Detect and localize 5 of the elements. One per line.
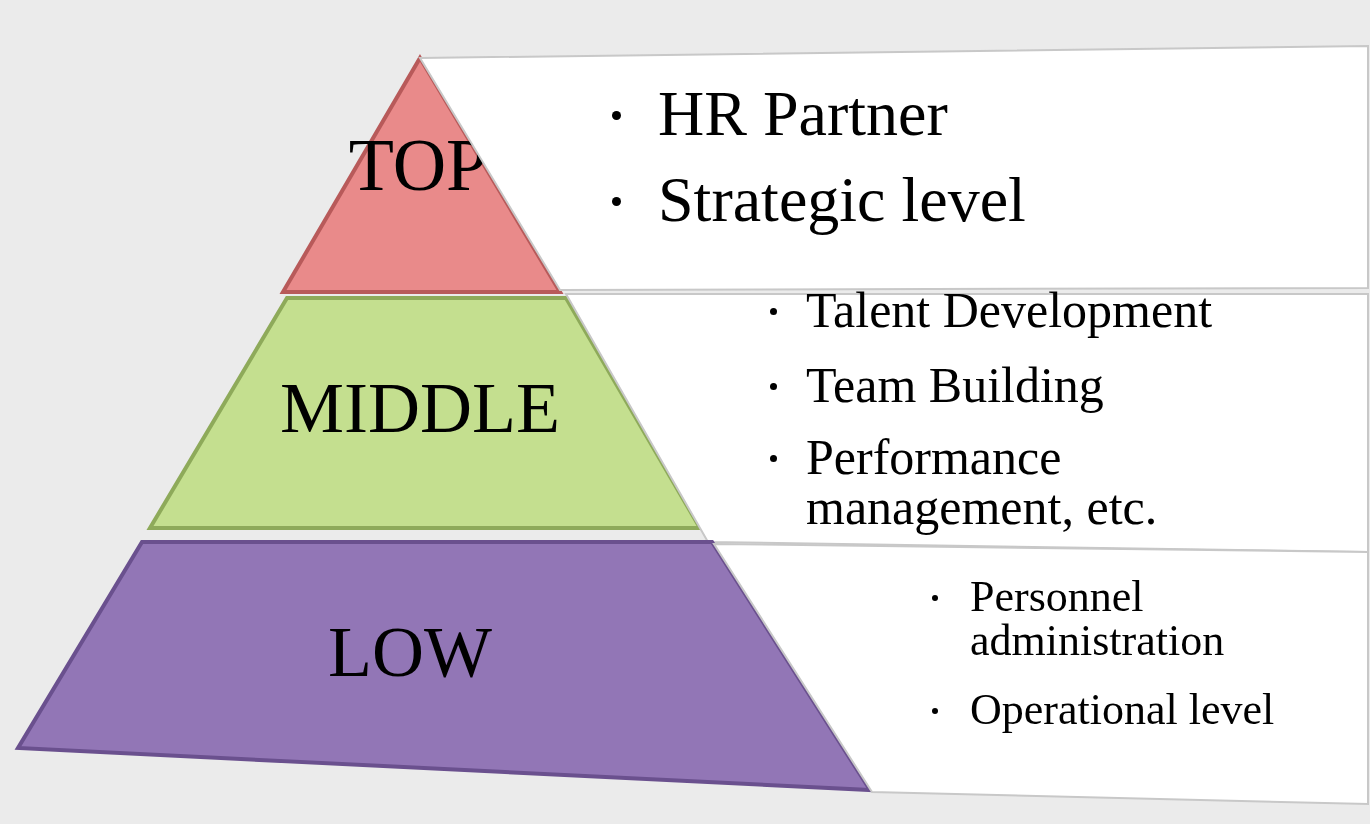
bullet-text: Operational level — [970, 688, 1276, 732]
bullet-text: Personnel administration — [970, 575, 1226, 663]
tier-label: LOW — [327, 616, 493, 688]
tier-label: MIDDLE — [279, 372, 561, 444]
bullet-text: HR Partner — [658, 82, 949, 146]
